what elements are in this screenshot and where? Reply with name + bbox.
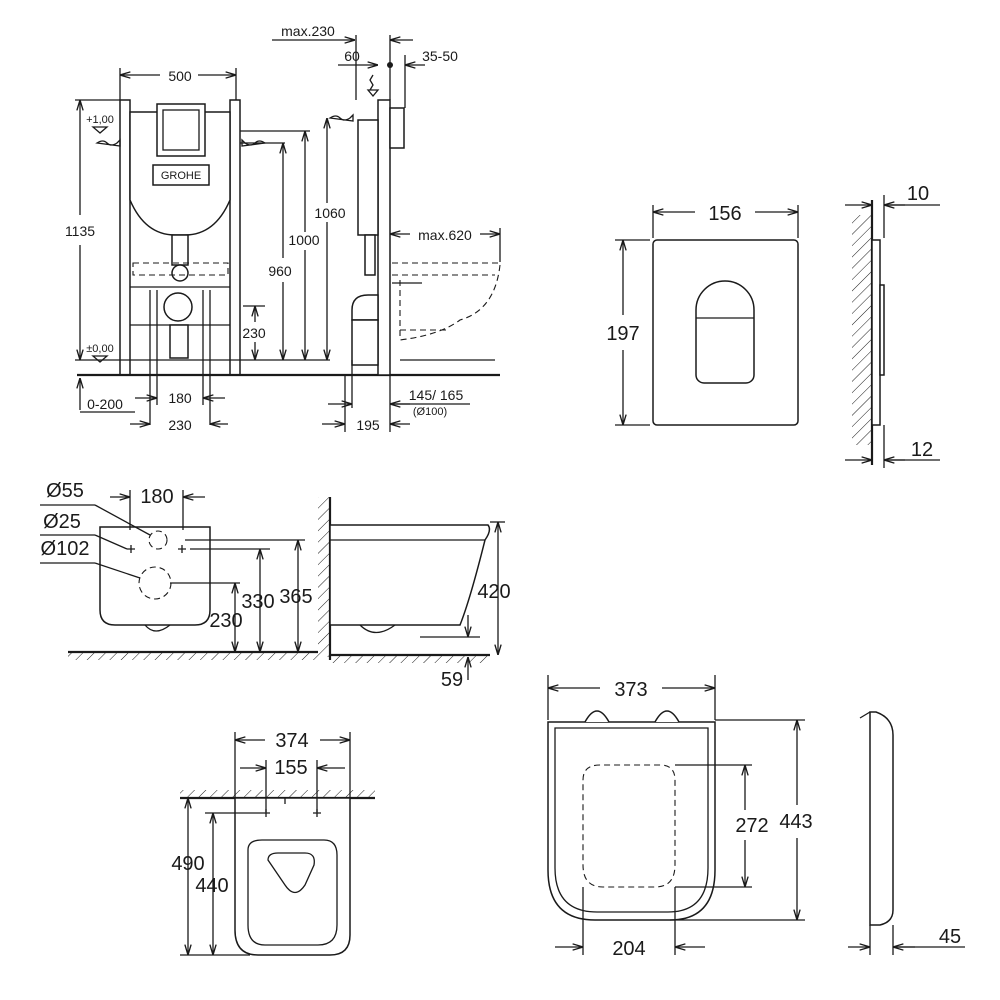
dim-500: 500 xyxy=(168,68,192,84)
bowl-top-view: 374 155 490 440 xyxy=(171,730,375,956)
dim-490: 490 xyxy=(171,853,204,875)
dim-440: 440 xyxy=(195,875,228,897)
flush-plate: 156 197 10 12 xyxy=(606,183,940,468)
dim-d25: Ø25 xyxy=(43,511,81,533)
bowl-side-view: 420 59 xyxy=(318,497,511,691)
level-zero: ±0,00 xyxy=(86,343,113,355)
dim-180: 180 xyxy=(168,390,192,406)
dim-pipe-diameter: (Ø100) xyxy=(413,406,447,418)
dim-1135: 1135 xyxy=(65,223,95,239)
toilet-seat: 373 443 272 204 45 xyxy=(547,675,965,960)
dim-443: 443 xyxy=(779,811,812,833)
dim-plate-height: 197 xyxy=(606,323,639,345)
dim-plate-width: 156 xyxy=(708,203,741,225)
dim-374: 374 xyxy=(275,730,308,752)
dim-420: 420 xyxy=(477,581,510,603)
dim-0-200: 0-200 xyxy=(87,396,123,412)
dim-365: 365 xyxy=(279,586,312,608)
dim-1060: 1060 xyxy=(314,205,345,221)
dim-272: 272 xyxy=(735,815,768,837)
dim-35-50: 35-50 xyxy=(422,48,458,64)
dim-plate-depth-bottom: 12 xyxy=(911,439,933,461)
dim-59: 59 xyxy=(441,669,463,691)
brand-logo: GROHE xyxy=(161,170,201,182)
frame-front-view: GROHE 500 1135 +1,00 ±0,00 960 1000 xyxy=(65,68,500,433)
dim-d55: Ø55 xyxy=(46,480,84,502)
dim-max230: max.230 xyxy=(281,23,335,39)
dim-230-bowl: 230 xyxy=(209,610,242,632)
dim-bowl-180: 180 xyxy=(140,486,173,508)
dim-373: 373 xyxy=(614,679,647,701)
dim-1000: 1000 xyxy=(288,232,319,248)
dim-195: 195 xyxy=(356,417,380,433)
dim-45: 45 xyxy=(939,926,961,948)
dim-230-height: 230 xyxy=(242,325,266,341)
frame-side-view: max.230 60 35-50 max.620 145/ 165 (Ø100)… xyxy=(272,23,501,433)
bowl-rear-view: 180 Ø55 Ø25 Ø102 230 330 365 xyxy=(40,480,318,660)
dim-145-165: 145/ 165 xyxy=(409,387,464,403)
dim-60: 60 xyxy=(344,48,360,64)
dim-max620: max.620 xyxy=(418,227,472,243)
dim-960: 960 xyxy=(268,263,292,279)
dim-plate-depth-top: 10 xyxy=(907,183,929,205)
dim-204: 204 xyxy=(612,938,645,960)
dim-230-width: 230 xyxy=(168,417,192,433)
dim-155: 155 xyxy=(274,757,307,779)
level-plus-1: +1,00 xyxy=(86,114,114,126)
dim-d102: Ø102 xyxy=(41,538,90,560)
dim-330: 330 xyxy=(241,591,274,613)
